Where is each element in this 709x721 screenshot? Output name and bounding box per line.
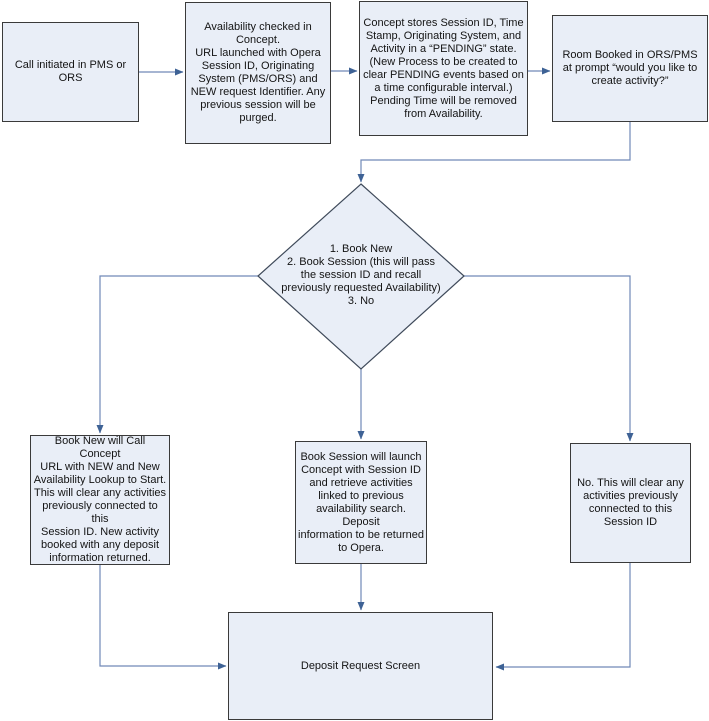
node-no-clear-label: No. This will clear any activities previ…: [577, 477, 684, 528]
node-availability-checked: Availability checked in Concept. URL lau…: [185, 2, 331, 144]
node-call-initiated-label: Call initiated in PMS or ORS: [14, 59, 127, 84]
node-book-new: Book New will Call Concept URL with NEW …: [30, 435, 170, 565]
decision-diamond-shape: [257, 183, 465, 370]
connector-room-to-decision: [357, 122, 631, 183]
node-concept-stores-label: Concept stores Session ID, Time Stamp, O…: [363, 16, 524, 120]
node-book-session-label: Book Session will launch Concept with Se…: [298, 450, 424, 554]
node-room-booked: Room Booked in ORS/PMS at prompt “would …: [552, 15, 708, 122]
node-deposit-request-screen: Deposit Request Screen: [228, 612, 493, 720]
connector-decision-to-book-new: [96, 275, 258, 434]
node-no-clear: No. This will clear any activities previ…: [570, 443, 691, 563]
connector-no-to-deposit: [495, 563, 631, 671]
node-room-booked-label: Room Booked in ORS/PMS at prompt “would …: [562, 49, 698, 87]
node-concept-stores: Concept stores Session ID, Time Stamp, O…: [359, 1, 528, 136]
node-book-new-label: Book New will Call Concept URL with NEW …: [33, 435, 167, 564]
node-deposit-request-screen-label: Deposit Request Screen: [300, 659, 421, 672]
decision-node-label: 1. Book New 2. Book Session (this will p…: [281, 243, 441, 307]
node-book-session: Book Session will launch Concept with Se…: [295, 441, 427, 564]
connector-book-new-to-deposit: [99, 565, 227, 670]
node-call-initiated: Call initiated in PMS or ORS: [2, 22, 139, 122]
connector-decision-to-no: [464, 275, 634, 442]
node-availability-checked-label: Availability checked in Concept. URL lau…: [190, 21, 326, 124]
